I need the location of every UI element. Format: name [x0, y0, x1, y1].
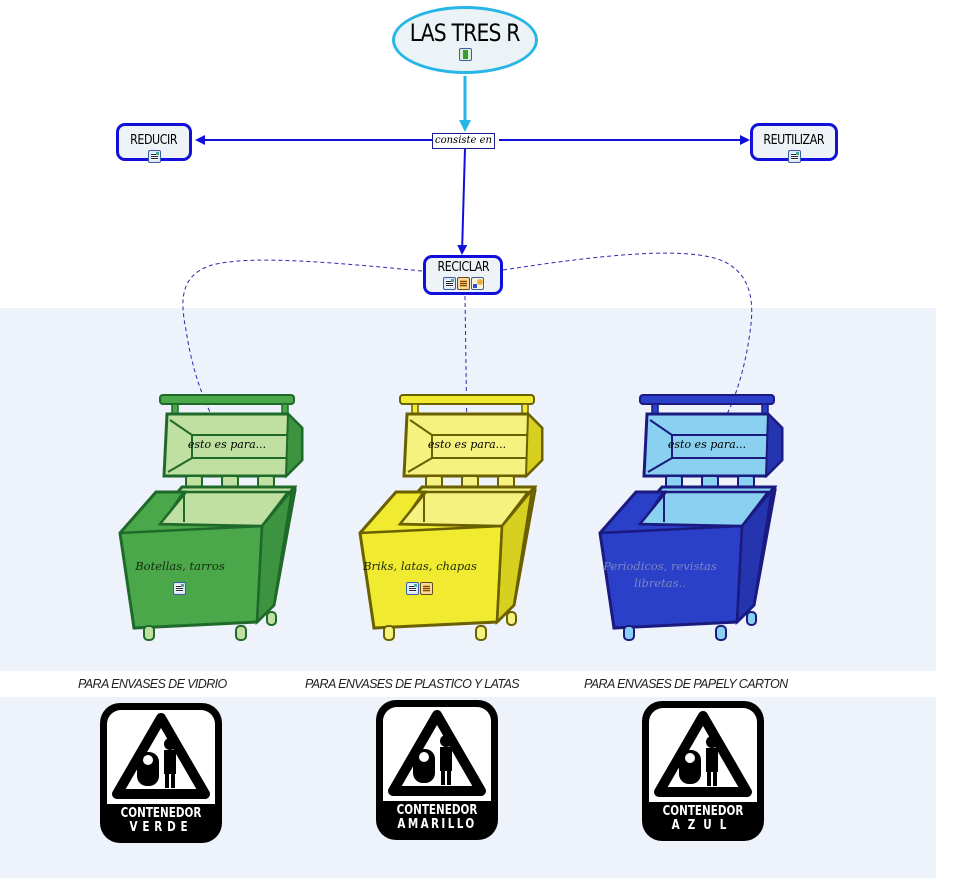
concept-label: LAS TRES R: [410, 19, 521, 47]
concept-reciclar[interactable]: RECICLAR: [423, 255, 503, 295]
lid-label[interactable]: esto es para...: [667, 438, 747, 451]
logo-line-2: VERDE: [129, 820, 193, 835]
logo-contenedor-verde: CONTENEDOR VERDE: [100, 703, 222, 843]
document-icon[interactable]: [406, 582, 419, 595]
logo-contenedor-azul: CONTENEDOR AZUL: [642, 701, 764, 841]
concept-label: REUTILIZAR: [763, 133, 825, 148]
bin-resource-icons: [173, 582, 186, 595]
caption-plastico-latas: PARA ENVASES DE PLASTICO Y LATAS: [305, 677, 520, 691]
bin-content-label[interactable]: Botellas, tarros: [135, 559, 225, 573]
document-icon[interactable]: [173, 582, 186, 595]
caption-papel-carton: PARA ENVASES DE PAPELY CARTON: [584, 677, 788, 691]
logo-contenedor-amarillo: CONTENEDOR AMARILLO: [376, 700, 498, 840]
document-icon[interactable]: [147, 150, 161, 163]
logo-line-1: CONTENEDOR: [396, 803, 478, 818]
logo-line-1: CONTENEDOR: [120, 806, 202, 821]
bin-content-label[interactable]: Periodicos, revistas libretas..: [603, 559, 717, 590]
film-icon[interactable]: [458, 48, 472, 61]
document-icon[interactable]: [787, 150, 801, 163]
concept-label: REDUCIR: [130, 133, 178, 148]
document-alt-icon[interactable]: [420, 582, 433, 595]
recycle-symbol-icon: [107, 710, 215, 804]
phrase-to-reciclar-link: [457, 147, 468, 255]
concept-label: RECICLAR: [437, 260, 489, 275]
concept-map-icon[interactable]: [470, 277, 484, 290]
blue-bin-drawing: [598, 394, 784, 641]
bin-resource-icons: [406, 582, 433, 595]
yellow-bin-drawing: [358, 394, 544, 641]
linking-phrase[interactable]: consiste en: [432, 133, 495, 149]
document-icon[interactable]: [442, 277, 456, 290]
bin-content-label[interactable]: Briks, latas, chapas: [363, 559, 477, 573]
bin-yellow: [352, 390, 552, 650]
caption-vidrio: PARA ENVASES DE VIDRIO: [78, 677, 227, 691]
logo-line-2: AMARILLO: [397, 817, 477, 832]
bin-blue: [592, 390, 792, 650]
lid-label[interactable]: esto es para...: [187, 438, 267, 451]
recycle-symbol-icon: [383, 707, 491, 801]
recycle-symbol-icon: [649, 708, 757, 802]
logo-line-1: CONTENEDOR: [662, 804, 744, 819]
lid-label[interactable]: esto es para...: [427, 438, 507, 451]
green-bin-drawing: [118, 394, 304, 641]
concept-reducir[interactable]: REDUCIR: [116, 123, 192, 163]
concept-las-tres-r[interactable]: LAS TRES R: [392, 6, 538, 74]
document-alt-icon[interactable]: [456, 277, 470, 290]
logo-line-2: AZUL: [671, 818, 735, 833]
concept-reutilizar[interactable]: REUTILIZAR: [750, 123, 838, 163]
bin-green: [112, 390, 312, 650]
